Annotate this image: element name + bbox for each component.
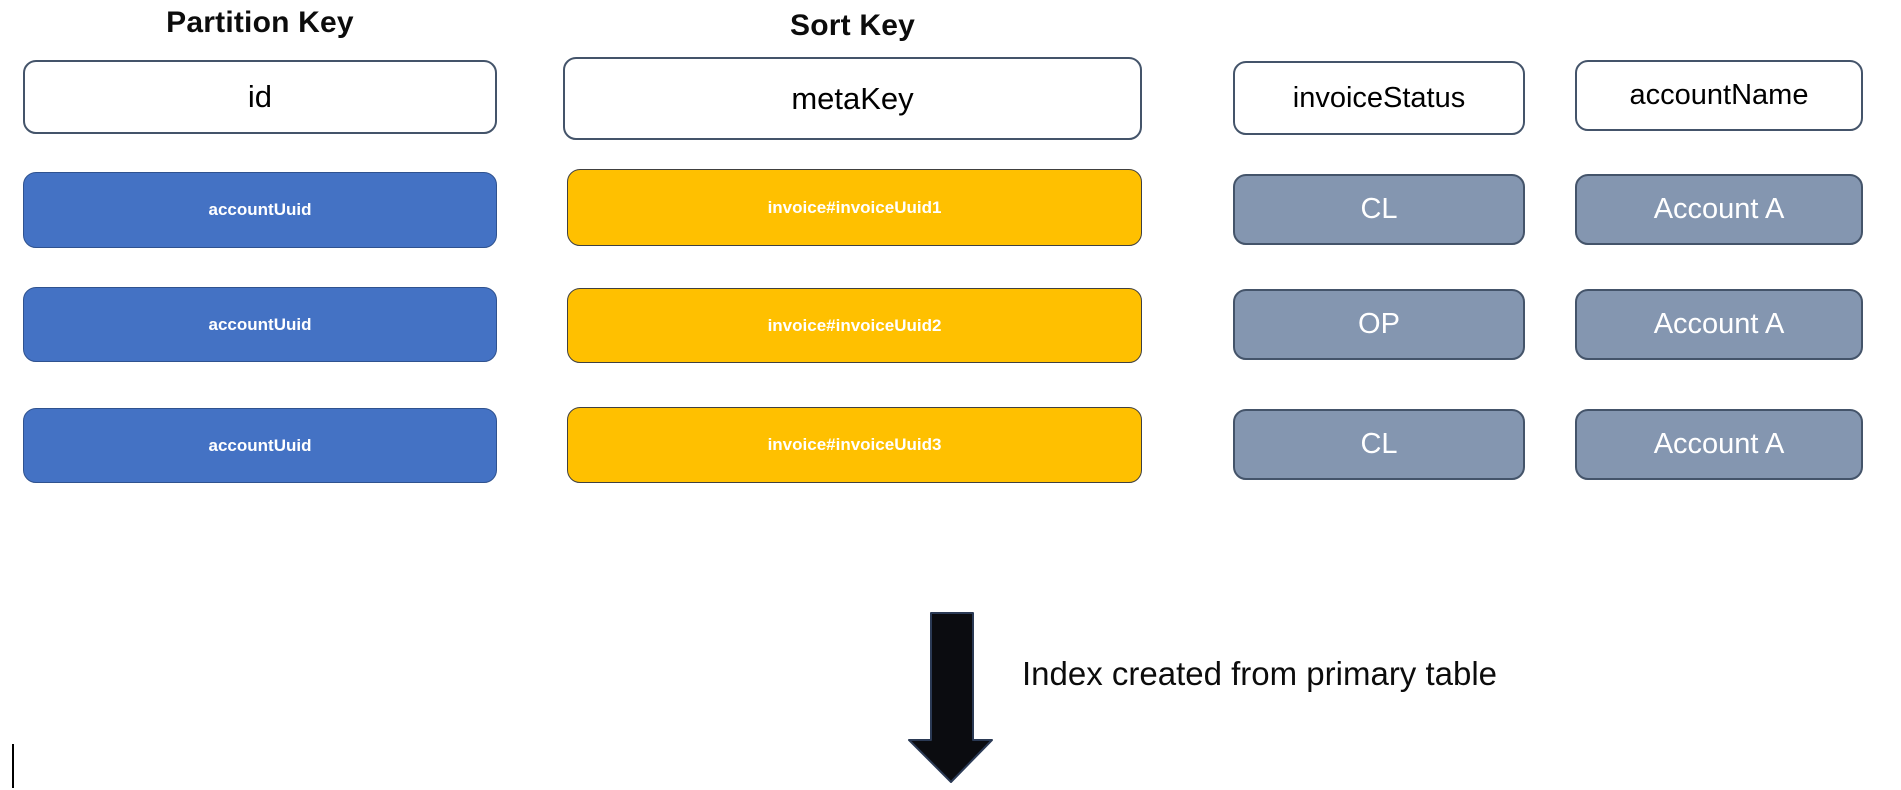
account-cell-row2: Account A (1575, 289, 1863, 360)
account-cell-row1: Account A (1575, 174, 1863, 245)
account-cell-row3: Account A (1575, 409, 1863, 480)
status-cell-row1: CL (1233, 174, 1525, 245)
header-box-id: id (23, 60, 497, 134)
header-box-metakey: metaKey (563, 57, 1142, 140)
down-arrow-icon (905, 610, 995, 786)
sort-key-label: Sort Key (790, 9, 915, 42)
partition-cell-row2: accountUuid (23, 287, 497, 362)
header-box-invoicestatus: invoiceStatus (1233, 61, 1525, 135)
text-cursor-mark (12, 744, 14, 788)
partition-key-label: Partition Key (166, 6, 354, 39)
partition-cell-row1: accountUuid (23, 172, 497, 248)
annotation-text: Index created from primary table (1022, 655, 1498, 692)
partition-cell-row3: accountUuid (23, 408, 497, 483)
sort-cell-row2: invoice#invoiceUuid2 (567, 288, 1142, 363)
sort-cell-row3: invoice#invoiceUuid3 (567, 407, 1142, 483)
status-cell-row2: OP (1233, 289, 1525, 360)
header-box-accountname: accountName (1575, 60, 1863, 131)
status-cell-row3: CL (1233, 409, 1525, 480)
sort-cell-row1: invoice#invoiceUuid1 (567, 169, 1142, 246)
